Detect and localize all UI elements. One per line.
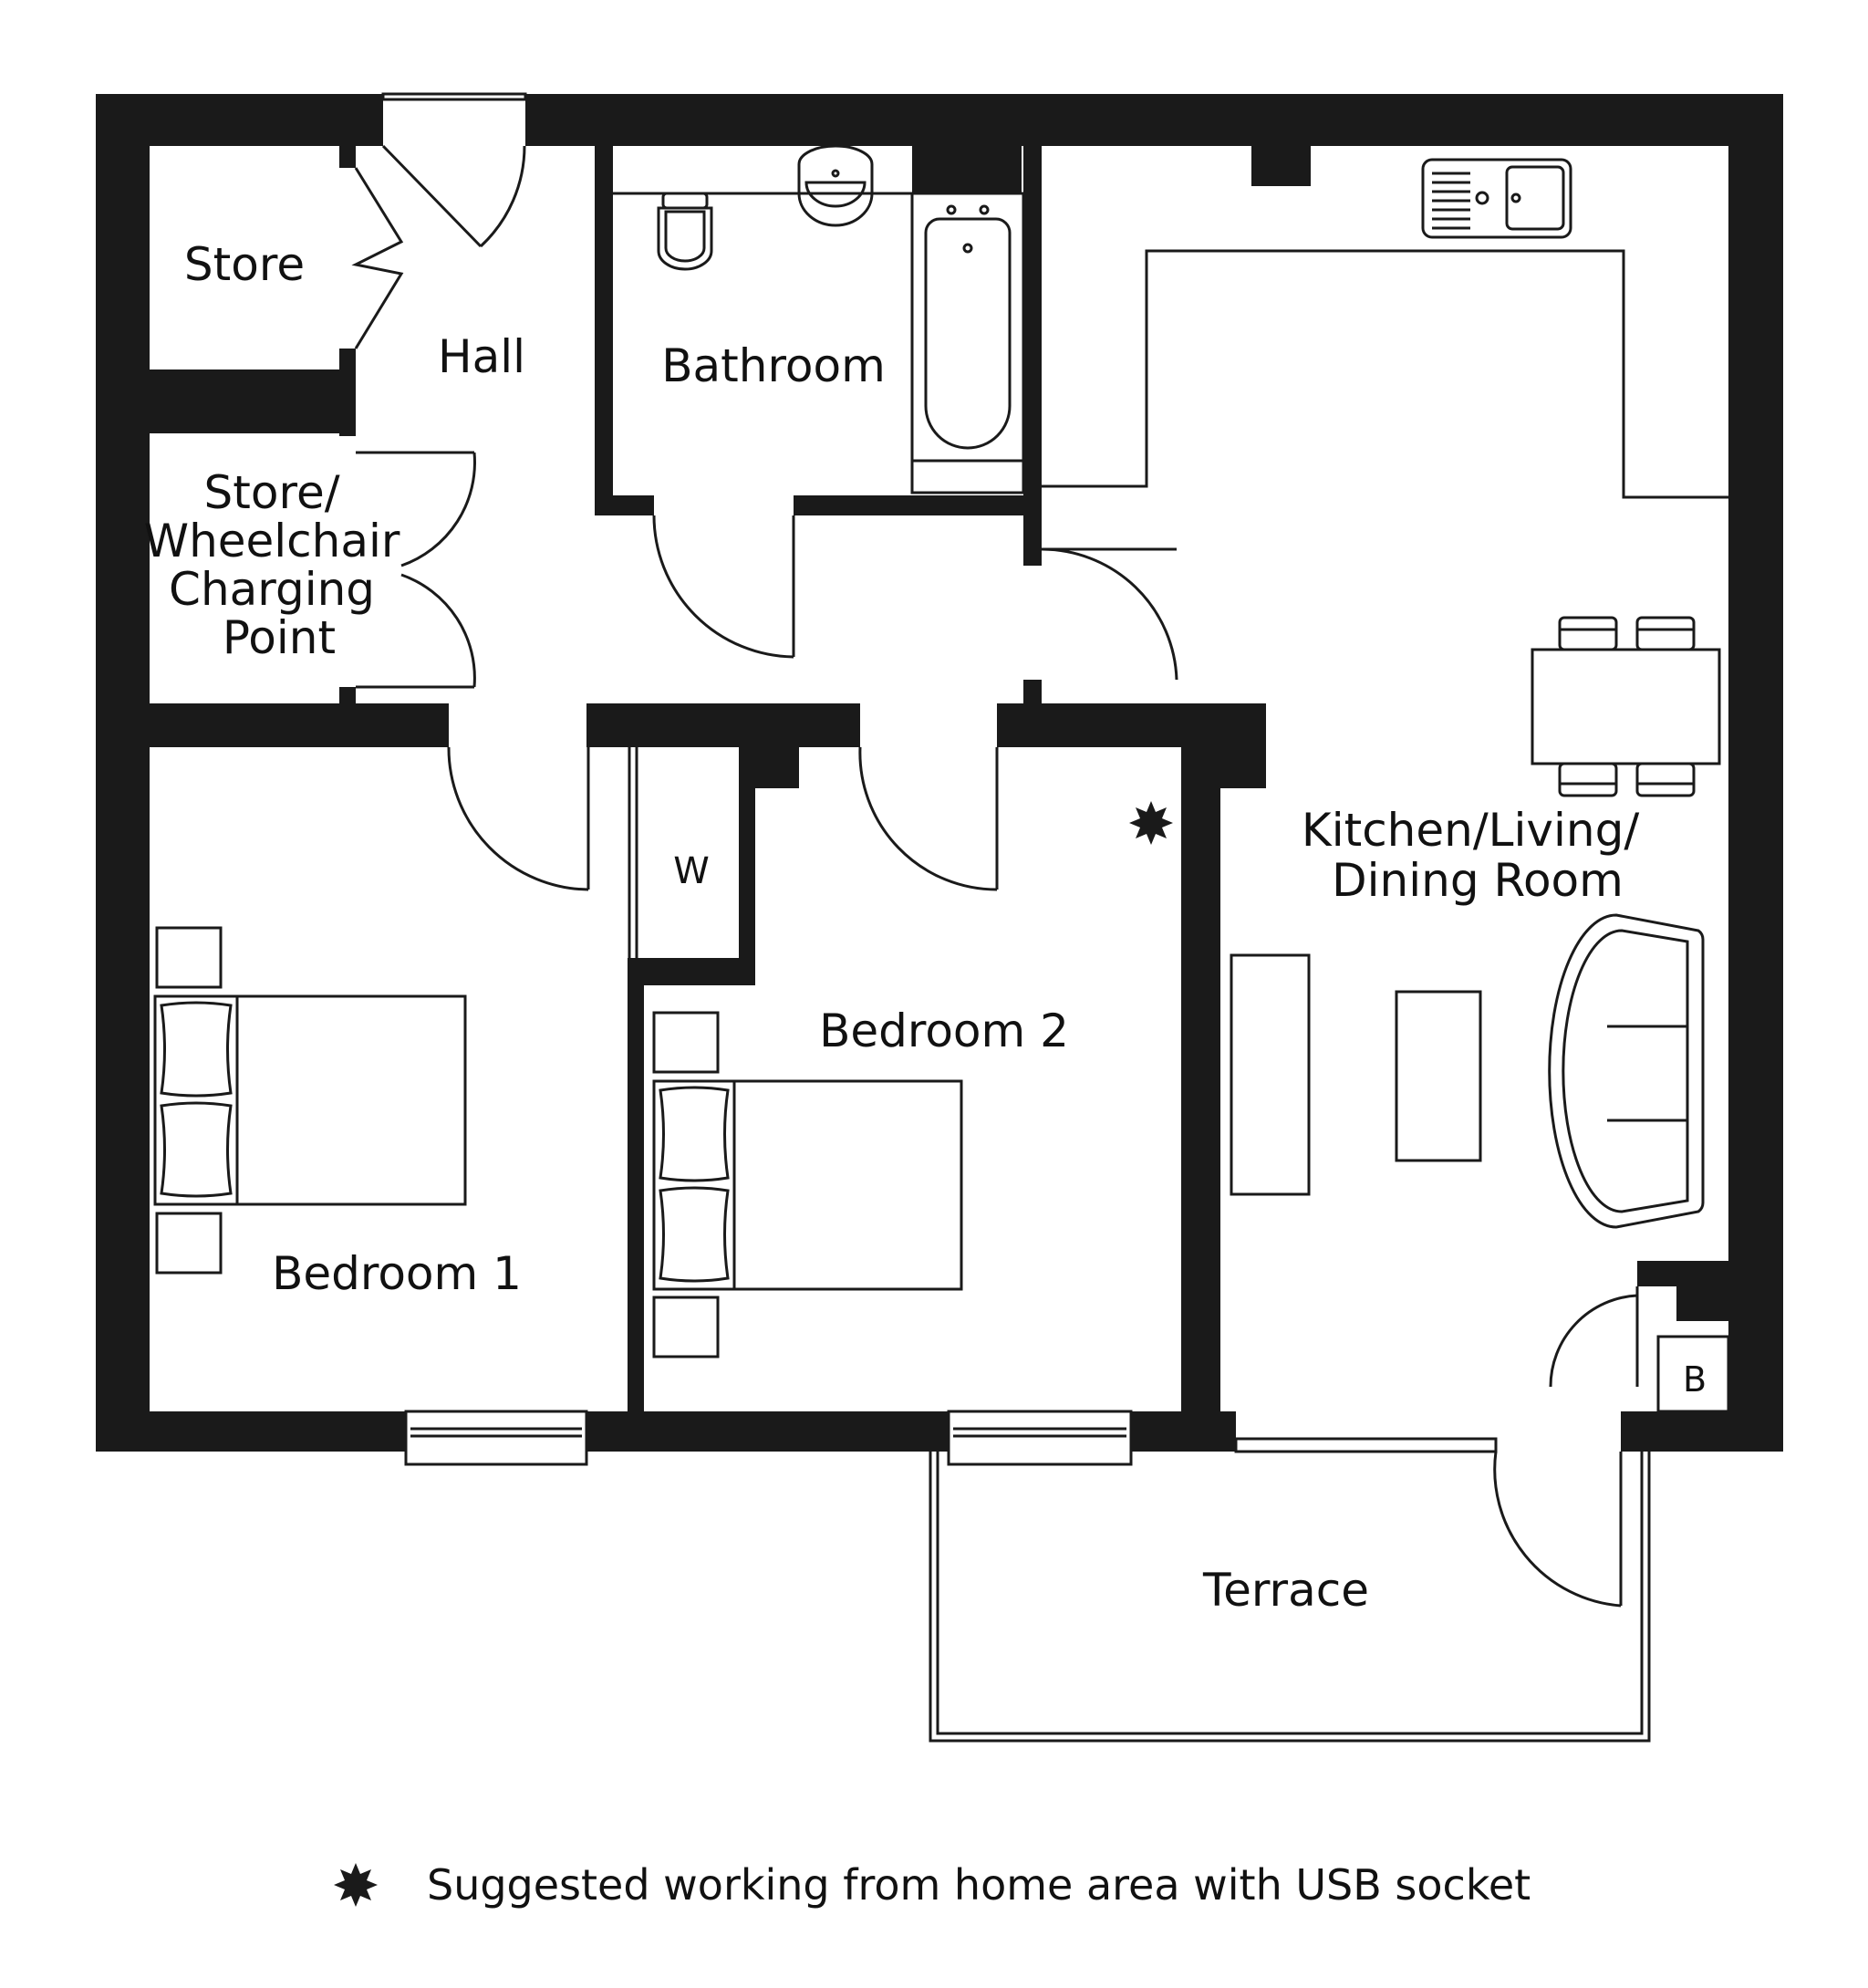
kitchen-fixtures	[1042, 158, 1728, 499]
windows	[404, 1410, 1498, 1466]
window-bedroom2	[947, 1410, 1133, 1466]
walls	[96, 94, 1783, 1452]
tv-unit	[1230, 953, 1311, 1196]
dining-table	[1531, 616, 1721, 797]
room-label-store: Store	[184, 238, 305, 291]
bath-icon	[910, 192, 1025, 494]
doors	[351, 92, 1730, 1608]
kitchen-sink-icon	[1421, 158, 1572, 239]
bedside-table	[155, 926, 223, 989]
kitchen-worktop	[1042, 249, 1728, 499]
room-label-wardrobe: W	[673, 850, 710, 892]
star-burst-icon	[1129, 801, 1173, 845]
terrace-balustrade	[929, 1452, 1651, 1743]
room-label-bathroom: Bathroom	[661, 339, 886, 392]
toilet-icon	[657, 192, 713, 271]
room-label-boiler: B	[1683, 1359, 1707, 1400]
pillow	[659, 1186, 730, 1283]
bedroom2-furniture	[652, 1011, 963, 1358]
bedside-table	[652, 1011, 720, 1074]
living-furniture	[1230, 913, 1705, 1229]
bedroom1-furniture	[153, 926, 467, 1275]
room-labels: Store Hall Bathroom Store/ Wheelchair Ch…	[144, 238, 1707, 1617]
window-bedroom1	[404, 1410, 588, 1466]
pillow	[160, 1001, 233, 1098]
room-label-kitchen: Kitchen/Living/ Dining Room	[1302, 804, 1654, 907]
legend-text: Suggested working from home area with US…	[427, 1860, 1531, 1910]
legend: Suggested working from home area with US…	[334, 1860, 1531, 1910]
sofa-icon	[1548, 913, 1705, 1229]
pillow	[160, 1101, 233, 1198]
room-label-hall: Hall	[438, 330, 525, 383]
coffee-table	[1395, 990, 1482, 1162]
window-kitchen	[1234, 1437, 1498, 1453]
bedside-table	[652, 1296, 720, 1358]
double-bed	[652, 1079, 963, 1291]
bathroom-fixtures	[613, 144, 1025, 494]
bedside-table	[155, 1212, 223, 1275]
star-burst-icon	[334, 1863, 378, 1907]
room-label-bedroom1: Bedroom 1	[272, 1247, 522, 1300]
room-label-terrace: Terrace	[1202, 1564, 1369, 1617]
pillow	[659, 1086, 730, 1182]
room-label-store-wheelchair: Store/ Wheelchair Charging Point	[144, 466, 415, 664]
double-bed	[153, 994, 467, 1206]
room-label-bedroom2: Bedroom 2	[819, 1004, 1069, 1057]
basin-icon	[797, 144, 874, 227]
